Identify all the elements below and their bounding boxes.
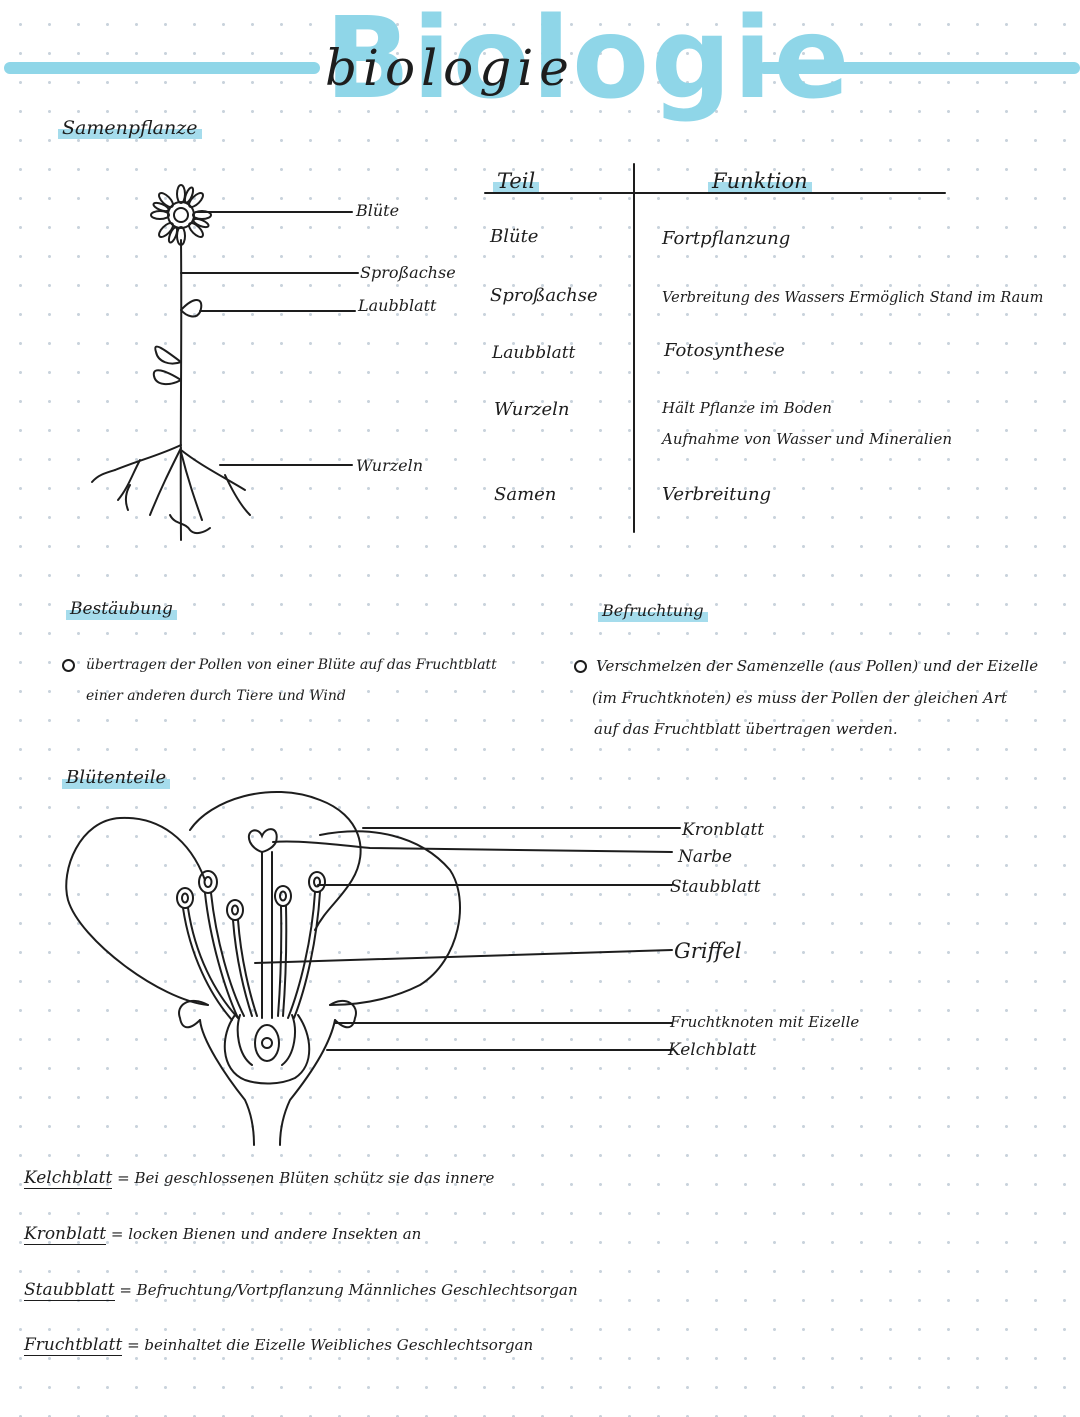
definition-term: Staubblatt bbox=[24, 1280, 115, 1301]
plant-label-laubblatt: Laubblatt bbox=[358, 296, 437, 315]
table-header-funktion: Funktion bbox=[708, 169, 812, 193]
definition-fruchtblatt: Fruchtblatt = beinhaltet die Eizelle Wei… bbox=[24, 1335, 534, 1356]
flower-label-staubblatt: Staubblatt bbox=[670, 877, 761, 897]
flower-label-narbe: Narbe bbox=[678, 847, 733, 867]
table-teil-wurzeln: Wurzeln bbox=[494, 399, 570, 420]
page-title: Biologie bbox=[325, 0, 852, 124]
table-funktion-bluete: Fortpflanzung bbox=[662, 228, 791, 249]
table-funktion-samen: Verbreitung bbox=[662, 484, 772, 505]
table-funktion-wurzeln: Hält Pflanze im Boden bbox=[662, 399, 832, 417]
heading-bluetenteile: Blütenteile bbox=[62, 766, 171, 790]
heading-samenpflanze: Samenpflanze bbox=[58, 116, 202, 140]
bullet-icon bbox=[62, 659, 75, 672]
definition-kelchblatt: Kelchblatt = Bei geschlossenen Blüten sc… bbox=[24, 1168, 495, 1189]
definition-staubblatt: Staubblatt = Befruchtung/Vortpflanzung M… bbox=[24, 1280, 578, 1301]
table-teil-samen: Samen bbox=[494, 484, 557, 505]
plant-label-wurzeln: Wurzeln bbox=[356, 456, 424, 475]
table-funktion-sprossachse: Verbreitung des Wassers Ermöglich Stand … bbox=[662, 290, 1044, 306]
flower-label-fruchtknoten: Fruchtknoten mit Eizelle bbox=[670, 1013, 860, 1031]
table-teil-sprossachse: Sproßachse bbox=[490, 285, 598, 306]
plant-drawing bbox=[91, 184, 359, 541]
table-funktion-laubblatt: Fotosynthese bbox=[664, 340, 785, 361]
bullet-icon bbox=[574, 660, 587, 673]
definition-text: locken Bienen und andere Insekten an bbox=[128, 1225, 422, 1243]
page-title-script: biologie bbox=[325, 39, 575, 97]
bestaeubung-line-2: einer anderen durch Tiere und Wind bbox=[86, 688, 346, 704]
table-teil-bluete: Blüte bbox=[490, 226, 539, 247]
plant-label-bluete: Blüte bbox=[356, 201, 400, 220]
flower-label-griffel: Griffel bbox=[674, 939, 742, 963]
definition-text: Befruchtung/Vortpflanzung Männliches Ges… bbox=[136, 1281, 578, 1299]
table-teil-laubblatt: Laubblatt bbox=[492, 343, 576, 363]
plant-label-sprossachse: Sproßachse bbox=[360, 263, 456, 282]
definition-text: beinhaltet die Eizelle Weibliches Geschl… bbox=[144, 1336, 534, 1354]
definition-term: Kelchblatt bbox=[24, 1168, 113, 1189]
table-funktion-wurzeln-2: Aufnahme von Wasser und Mineralien bbox=[662, 430, 953, 448]
definition-text: Bei geschlossenen Blüten schütz sie das … bbox=[134, 1169, 495, 1187]
title-bar-left bbox=[4, 62, 320, 74]
bestaeubung-line-1: übertragen der Pollen von einer Blüte au… bbox=[86, 657, 497, 673]
definition-term: Fruchtblatt bbox=[24, 1335, 123, 1356]
definition-term: Kronblatt bbox=[24, 1224, 107, 1245]
flower-diagram bbox=[65, 791, 681, 1146]
befruchtung-line-3: auf das Fruchtblatt übertragen werden. bbox=[594, 720, 898, 738]
heading-bestaeubung: Bestäubung bbox=[66, 597, 177, 621]
definition-kronblatt: Kronblatt = locken Bienen und andere Ins… bbox=[24, 1224, 422, 1245]
flower-label-kronblatt: Kronblatt bbox=[682, 820, 765, 840]
befruchtung-line-1: Verschmelzen der Samenzelle (aus Pollen)… bbox=[596, 657, 1039, 675]
flower-label-kelchblatt: Kelchblatt bbox=[668, 1040, 757, 1060]
befruchtung-line-2: (im Fruchtknoten) es muss der Pollen der… bbox=[592, 689, 1008, 707]
table-lines bbox=[484, 163, 946, 533]
title-bar-right bbox=[758, 62, 1080, 74]
heading-befruchtung: Befruchtung bbox=[598, 599, 708, 623]
table-header-teil: Teil bbox=[493, 169, 540, 193]
